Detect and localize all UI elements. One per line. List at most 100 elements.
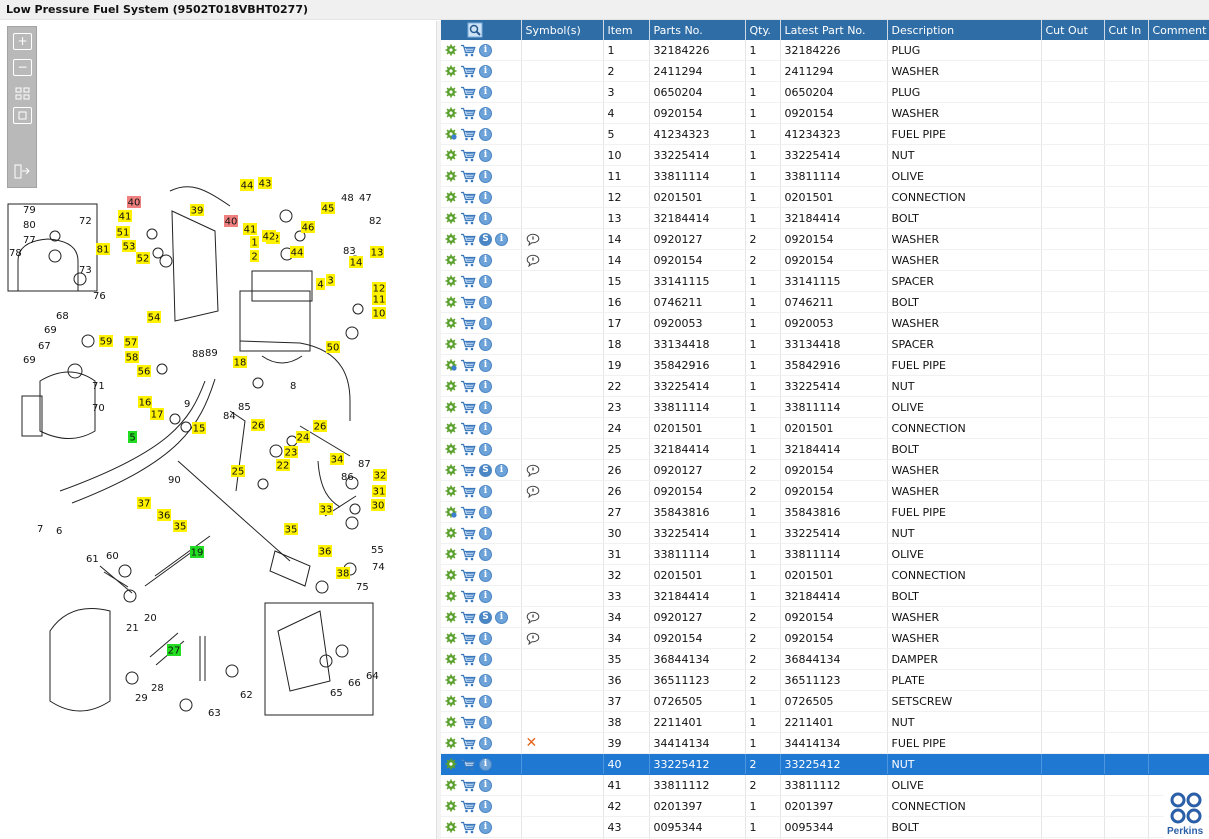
diagram-callout[interactable]: 23	[284, 446, 298, 459]
gear-icon[interactable]	[445, 296, 457, 308]
column-header-qty[interactable]: Qty.	[745, 20, 781, 40]
cart-icon[interactable]	[460, 422, 476, 435]
info-icon[interactable]: i	[479, 757, 492, 771]
gear-icon[interactable]	[445, 233, 457, 245]
gear-icon[interactable]	[445, 779, 457, 791]
cart-icon[interactable]	[460, 65, 476, 78]
diagram-callout[interactable]: 41	[243, 223, 257, 236]
assembly-gear-icon[interactable]	[445, 506, 457, 518]
info-icon[interactable]: i	[479, 43, 492, 57]
info-icon[interactable]: i	[479, 211, 492, 225]
info-icon[interactable]: i	[479, 673, 492, 687]
pane-splitter[interactable]	[436, 21, 441, 839]
cart-icon[interactable]	[460, 212, 476, 225]
cart-icon[interactable]	[460, 527, 476, 540]
diagram-callout[interactable]: 19	[190, 546, 204, 559]
gear-icon[interactable]	[445, 86, 457, 98]
cart-icon[interactable]	[460, 296, 476, 309]
gear-icon[interactable]	[445, 611, 457, 623]
cart-icon[interactable]	[460, 674, 476, 687]
diagram-callout[interactable]: 36	[318, 545, 332, 558]
cart-icon[interactable]	[460, 506, 476, 519]
gear-icon[interactable]	[445, 527, 457, 539]
diagram-callout[interactable]: 56	[137, 365, 151, 378]
supersession-s-icon[interactable]: S	[479, 463, 492, 477]
info-icon[interactable]: i	[479, 190, 492, 204]
info-icon[interactable]: i	[479, 127, 492, 141]
diagram-callout[interactable]: 40	[127, 196, 141, 209]
diagram-callout[interactable]: 44	[240, 179, 254, 192]
diagram-callout[interactable]: 45	[321, 202, 335, 215]
info-icon[interactable]: i	[479, 148, 492, 162]
cart-icon[interactable]	[460, 128, 476, 141]
gear-icon[interactable]	[445, 170, 457, 182]
gear-icon[interactable]	[445, 317, 457, 329]
assembly-gear-icon[interactable]	[445, 359, 457, 371]
info-icon[interactable]: i	[479, 568, 492, 582]
diagram-callout[interactable]: 26	[313, 420, 327, 433]
diagram-callout[interactable]: 42	[262, 230, 276, 243]
minus-icon[interactable]: −	[13, 59, 32, 76]
info-icon[interactable]: i	[479, 169, 492, 183]
cart-icon[interactable]	[460, 275, 476, 288]
grid-icon[interactable]	[13, 85, 32, 102]
column-header-cut-out[interactable]: Cut Out	[1041, 20, 1105, 40]
comment-bubble-icon[interactable]	[526, 464, 540, 477]
cart-icon[interactable]	[460, 443, 476, 456]
diagram-callout[interactable]: 40	[224, 215, 238, 228]
diagram-callout[interactable]: 15	[192, 422, 206, 435]
diagram-callout[interactable]: 34	[330, 453, 344, 466]
column-header-parts-no[interactable]: Parts No.	[649, 20, 746, 40]
diagram-callout[interactable]: 18	[233, 356, 247, 369]
diagram-callout[interactable]: 25	[231, 465, 245, 478]
column-header-item[interactable]: Item	[603, 20, 650, 40]
gear-icon[interactable]	[445, 422, 457, 434]
cart-icon[interactable]	[460, 191, 476, 204]
diagram-callout[interactable]: 14	[349, 256, 363, 269]
diagram-callout[interactable]: 32	[373, 469, 387, 482]
cart-icon[interactable]	[460, 590, 476, 603]
cart-icon[interactable]	[460, 149, 476, 162]
diagram-callout[interactable]: 37	[137, 497, 151, 510]
diagram-callout[interactable]: 11	[372, 293, 386, 306]
cart-icon[interactable]	[460, 254, 476, 267]
cart-icon[interactable]	[460, 548, 476, 561]
assembly-gear-icon[interactable]	[445, 128, 457, 140]
cart-icon[interactable]	[460, 695, 476, 708]
table-row[interactable]: i44092014620920146WASHER	[441, 837, 1209, 839]
info-icon[interactable]: i	[479, 589, 492, 603]
info-icon[interactable]: i	[495, 610, 508, 624]
info-icon[interactable]: i	[479, 358, 492, 372]
gear-icon[interactable]	[445, 65, 457, 77]
info-icon[interactable]: i	[479, 631, 492, 645]
diagram-callout[interactable]: 81	[96, 243, 110, 256]
info-icon[interactable]: i	[479, 400, 492, 414]
cart-icon[interactable]	[460, 170, 476, 183]
gear-icon[interactable]	[445, 191, 457, 203]
gear-icon[interactable]	[445, 695, 457, 707]
column-header-comment[interactable]: Comment	[1148, 20, 1209, 40]
gear-icon[interactable]	[445, 44, 457, 56]
square-icon[interactable]	[13, 107, 32, 124]
cart-icon[interactable]	[460, 779, 476, 792]
info-icon[interactable]: i	[495, 232, 508, 246]
info-icon[interactable]: i	[479, 526, 492, 540]
info-icon[interactable]: i	[479, 484, 492, 498]
gear-icon[interactable]	[445, 821, 457, 833]
diagram-callout[interactable]: 31	[372, 485, 386, 498]
